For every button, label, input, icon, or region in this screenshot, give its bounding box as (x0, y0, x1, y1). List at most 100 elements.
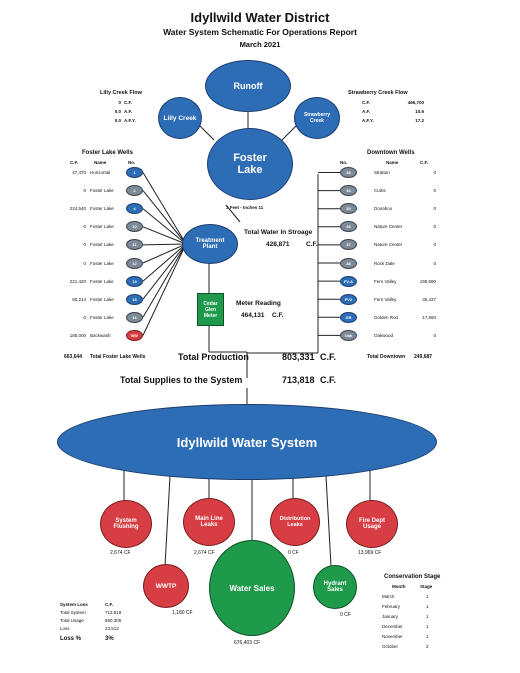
downtown-well-name: Donahoo (374, 206, 393, 212)
foster-well-number: 12 (132, 260, 137, 266)
fire-dept-usage-node: Fire Dept Usage (346, 500, 398, 548)
foster-well-marker: 12 (126, 257, 143, 269)
runoff-node: Runoff (205, 60, 291, 112)
downtown-well-name: Oakwood (374, 332, 394, 338)
downtown-well-marker: 34 (340, 185, 357, 197)
downtown-well-number: Oak (344, 332, 353, 338)
lilly-creek-label: Lilly Creek (163, 114, 197, 122)
strawberry-flow-title: Strawberry Creek Flow (348, 90, 408, 96)
foster-well-cf: 47,470 (72, 170, 86, 175)
lilly-flow-title: Lilly Creek Flow (100, 90, 142, 96)
strawberry-flow-unit: C.F. (362, 100, 371, 105)
strawberry-creek-label: Strawberry Creek (303, 112, 331, 124)
foster-well-name: Foster Lake (90, 260, 114, 266)
conservation-month-header: Month (392, 584, 406, 589)
strawberry-flow-row: A.F.Y. 17.2 (362, 116, 442, 125)
downtown-well-number: 35 (346, 206, 351, 212)
strawberry-flow-value: 466,700 (407, 100, 424, 105)
conservation-stage: 1 (426, 614, 429, 619)
downtown-well-name: Rock Dale (374, 260, 395, 266)
conservation-stage: 1 (426, 634, 429, 639)
downtown-well-name: Nature Center (374, 224, 403, 230)
foster-lake-label: Foster Lake (233, 152, 267, 176)
cedar-glen-meter-label: Cedar Glen Meter (203, 300, 218, 319)
foster-well-name: Horizontal (90, 170, 111, 175)
foster-well-name: Foster Lake (90, 188, 114, 194)
main-line-leaks-value: 2,674 CF (194, 550, 215, 556)
downtown-well-number: FV2 (344, 296, 353, 302)
conservation-month: February (382, 604, 401, 609)
foster-well-name: Foster Lake (90, 242, 114, 248)
conservation-month: January (382, 614, 399, 619)
downtown-well-number: GR (345, 314, 352, 320)
downtown-well-marker: 38 (340, 257, 357, 269)
strawberry-flow-table: C.F. 466,700 A.F. 10.6 A.F.Y. 17.2 (362, 98, 442, 125)
downtown-wells-header-name: Name (386, 160, 399, 165)
foster-well-cf: 224,540 (69, 206, 86, 212)
foster-wells-header-no: No. (128, 160, 136, 165)
strawberry-flow-row: A.F. 10.6 (362, 107, 442, 116)
lilly-flow-value: 0.0 (114, 118, 121, 123)
lilly-flow-row: 0.0 A.F.Y. (104, 116, 164, 125)
foster-lake-node: Foster Lake (207, 128, 293, 200)
downtown-well-cf: 0 (433, 224, 436, 230)
conservation-month: December (382, 624, 403, 629)
downtown-well-name: Golden Rod (374, 314, 399, 320)
lilly-creek-node: Lilly Creek (158, 97, 202, 139)
downtown-well-cf: 36,437 (422, 296, 436, 302)
system-loss-header: System Loss (60, 602, 88, 607)
downtown-well-marker: Oak (340, 329, 357, 341)
downtown-well-marker: 35 (340, 203, 357, 215)
lilly-flow-unit: A.F.Y. (124, 118, 136, 123)
system-loss-row-value: 23,513 (105, 626, 119, 631)
lilly-flow-row: 0.0 A.F. (104, 107, 164, 116)
system-loss-row-label: Total Usage (60, 618, 84, 623)
distribution-leaks-value: 0 CF (288, 550, 299, 556)
foster-well-cf: 185,000 (69, 332, 86, 338)
total-supplies-value: 713,818 (282, 375, 315, 385)
downtown-wells-header-no: No. (340, 160, 348, 165)
meter-reading-unit: C.F. (272, 312, 284, 319)
storage-label: Total Water In Stroage (244, 229, 313, 236)
downtown-well-marker: GR (340, 311, 357, 323)
loss-percent-value: 3% (105, 636, 114, 642)
main-line-leaks-node: Main Line Leaks (183, 498, 235, 546)
foster-well-marker: 4 (126, 203, 143, 215)
wwtp-node: WWTP (143, 564, 189, 608)
foster-well-cf: 0 (83, 314, 86, 320)
downtown-wells-title: Downtown Wells (367, 150, 415, 156)
downtown-well-cf: 0 (433, 188, 436, 194)
foster-well-cf: 0 (83, 242, 86, 248)
conservation-title: Conservation Stage (384, 574, 441, 580)
downtown-well-cf: 0 (433, 170, 436, 175)
strawberry-flow-value: 17.2 (415, 118, 424, 123)
foster-well-number: 16 (132, 314, 137, 320)
conservation-stage: 2 (426, 644, 429, 649)
foster-wells-header-name: Name (94, 160, 107, 165)
strawberry-flow-row: C.F. 466,700 (362, 98, 442, 107)
foster-wells-total-value: 663,644 (64, 354, 83, 360)
foster-well-number: 10 (132, 224, 137, 230)
system-loss-table: System Loss C.F. Total System 713,818 To… (60, 602, 130, 644)
conservation-month: October (382, 644, 399, 649)
downtown-well-marker: FV2 (340, 293, 357, 305)
downtown-well-name: Stratton (374, 170, 390, 175)
system-flushing-value: 2,674 CF (110, 550, 131, 556)
water-system-label: Idyllwild Water System (176, 434, 318, 450)
water-system-node: Idyllwild Water System (57, 404, 437, 480)
strawberry-flow-unit: A.F.Y. (362, 118, 374, 123)
foster-well-marker: 10 (126, 221, 143, 233)
hydrant-sales-node: Hydrant Sales (313, 565, 357, 609)
meter-reading-value: 464,131 (241, 312, 265, 319)
lilly-flow-row: 0 C.F. (104, 98, 164, 107)
lilly-flow-value: 0 (118, 100, 121, 105)
water-sales-value: 676,403 CF (234, 640, 261, 646)
system-loss-row-value: 690,305 (105, 618, 122, 623)
downtown-well-marker: 37 (340, 239, 357, 251)
main-line-leaks-label: Main Line Leaks (195, 516, 223, 528)
system-loss-row-label: Total System (60, 610, 86, 615)
hydrant-sales-value: 0 CF (340, 612, 351, 618)
downtown-well-marker: 33 (340, 167, 357, 178)
foster-well-number: 4 (133, 206, 136, 212)
